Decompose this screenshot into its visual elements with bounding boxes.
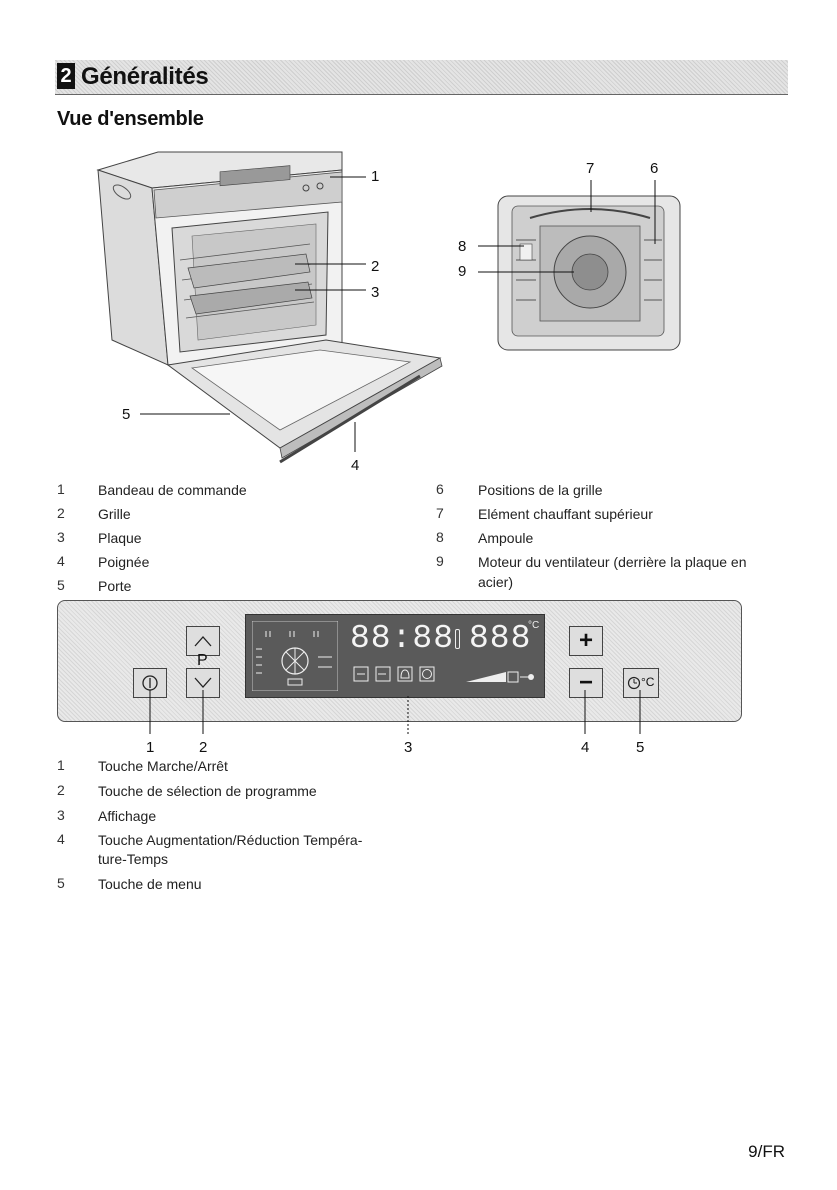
panel-callout-3: 3: [404, 739, 413, 756]
panel-callout-5: 5: [636, 739, 645, 756]
interior-callout-8: 8: [458, 238, 467, 255]
page-subtitle: Vue d'ensemble: [57, 108, 204, 130]
oven-illustration: [96, 151, 443, 464]
oven-callout-2: 2: [371, 258, 380, 275]
section-number: 2: [57, 63, 75, 89]
part-label: Poignée: [98, 554, 150, 570]
control-label: Touche Marche/Arrêt: [98, 758, 228, 774]
panel-callout-lines: [149, 690, 641, 734]
part-label: Positions de la grille: [478, 482, 603, 498]
interior-callout-6: 6: [650, 160, 659, 177]
page-number: 9/FR: [748, 1142, 785, 1161]
panel-callout-2: 2: [199, 739, 208, 756]
panel-callout-1: 1: [146, 739, 155, 756]
control-label: Affichage: [98, 808, 157, 824]
section-header: 2 Généralités: [55, 60, 788, 95]
oven-callout-1: 1: [371, 168, 380, 185]
program-label: P: [197, 652, 208, 669]
control-number: 4: [57, 831, 65, 847]
oven-callout-5: 5: [122, 406, 131, 423]
part-label: Grille: [98, 506, 131, 522]
oven-callout-3: 3: [371, 284, 380, 301]
interior-callout-9: 9: [458, 263, 467, 280]
control-label: Touche de sélection de programme: [98, 783, 317, 799]
oven-callout-4: 4: [351, 457, 360, 474]
plus-button[interactable]: +: [569, 626, 603, 656]
function-icons: [353, 666, 435, 682]
minus-button[interactable]: −: [569, 668, 603, 698]
control-label: Touche de menu: [98, 876, 202, 892]
panel-callout-4: 4: [581, 739, 590, 756]
part-number: 2: [57, 505, 65, 521]
power-level-bars: [466, 671, 534, 683]
part-number: 8: [436, 529, 444, 545]
control-number: 5: [57, 875, 65, 891]
part-number: 9: [436, 553, 444, 569]
section-title: Généralités: [81, 63, 209, 90]
control-number: 2: [57, 782, 65, 798]
control-number: 3: [57, 807, 65, 823]
chevron-up-icon: [194, 636, 212, 647]
program-icons-panel: [252, 621, 338, 691]
part-label: Elément chauffant supérieur: [478, 506, 653, 522]
part-label: Ampoule: [478, 530, 534, 546]
control-label-continued: ture-Temps: [98, 851, 169, 867]
interior-illustration: [478, 180, 681, 351]
part-label: Bandeau de commande: [98, 482, 247, 498]
part-number: 3: [57, 529, 65, 545]
fan-icon: [281, 647, 309, 675]
menu-label: °C: [641, 675, 655, 689]
part-number: 7: [436, 505, 444, 521]
part-label-continued: acier): [478, 574, 514, 590]
control-label: Touche Augmentation/Réduction Tempéra-: [98, 832, 363, 848]
thermometer-icon: [455, 629, 460, 649]
part-label: Plaque: [98, 530, 142, 546]
clock-icon: [627, 676, 641, 690]
interior-callout-7: 7: [586, 160, 595, 177]
part-number: 6: [436, 481, 444, 497]
part-number: 1: [57, 481, 65, 497]
menu-button[interactable]: °C: [623, 668, 659, 698]
display-temperature: 888: [469, 620, 532, 657]
display-unit: °C: [528, 620, 540, 631]
clock-icon: [419, 666, 435, 682]
part-number: 4: [57, 553, 65, 569]
display-time: 88:88: [350, 620, 455, 657]
display: 88:88 888 °C: [245, 614, 545, 698]
program-up-button[interactable]: [186, 626, 220, 656]
part-number: 5: [57, 577, 65, 593]
part-label: Moteur du ventilateur (derrière la plaqu…: [478, 554, 747, 570]
part-label: Porte: [98, 578, 132, 594]
chevron-down-icon: [194, 677, 212, 688]
control-number: 1: [57, 757, 65, 773]
bell-icon: [397, 666, 413, 682]
